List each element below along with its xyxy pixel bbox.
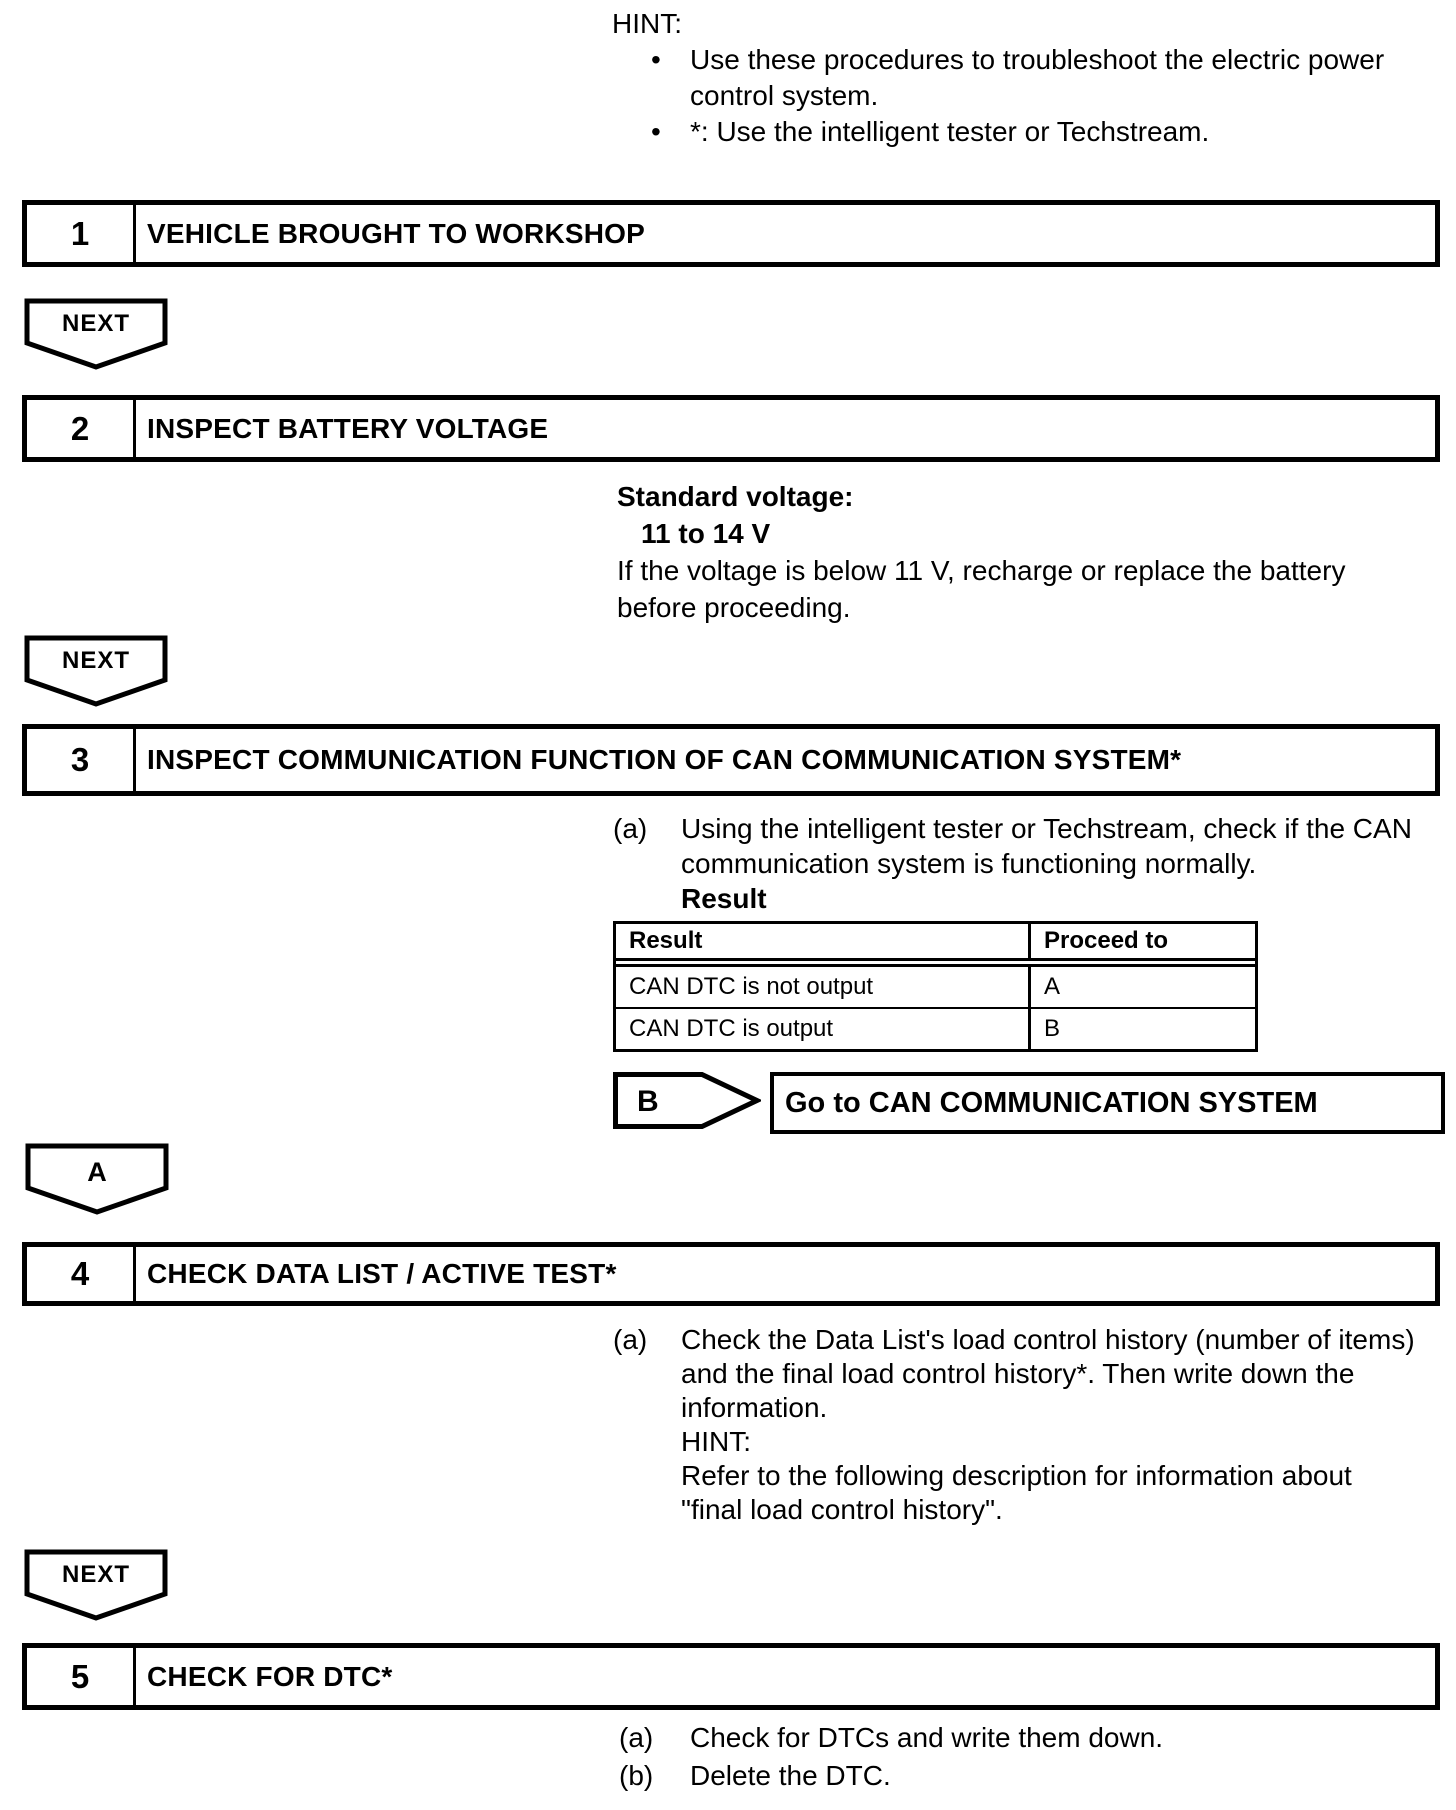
hint-bullet-text: Use these procedures to troubleshoot the…	[690, 44, 1385, 111]
bullet-icon: •	[651, 116, 661, 147]
table-cell-proceed: A	[1044, 973, 1061, 1000]
step-number: 5	[27, 1648, 136, 1705]
item-label: (a)	[613, 1324, 648, 1355]
hint-bullet-1: • Use these procedures to troubleshoot t…	[612, 42, 1412, 114]
step-title: VEHICLE BROUGHT TO WORKSHOP	[147, 217, 646, 249]
step-title: CHECK FOR DTC*	[147, 1660, 393, 1692]
procedure-step-1: 1 VEHICLE BROUGHT TO WORKSHOP	[22, 200, 1440, 267]
goto-can-communication-box: Go to CAN COMMUNICATION SYSTEM	[770, 1072, 1445, 1134]
standard-voltage-value: 11 to 14 V	[641, 518, 771, 549]
item-label: (a)	[619, 1722, 654, 1753]
step-title: INSPECT BATTERY VOLTAGE	[147, 412, 549, 444]
next-connector-label: NEXT	[62, 310, 130, 337]
bullet-icon: •	[651, 44, 661, 75]
voltage-note: If the voltage is below 11 V, recharge o…	[617, 555, 1346, 623]
item-label: (b)	[619, 1760, 654, 1791]
instruction-item-a: (a) Using the intelligent tester or Tech…	[613, 811, 1433, 881]
table-header-proceed: Proceed to	[1044, 927, 1169, 954]
result-table: Result Proceed to CAN DTC is not output …	[613, 921, 1258, 1052]
item-text: Using the intelligent tester or Techstre…	[681, 813, 1412, 879]
goto-label: Go to CAN COMMUNICATION SYSTEM	[785, 1086, 1318, 1119]
step-2-body: Standard voltage: 11 to 14 V If the volt…	[617, 478, 1417, 626]
table-row: CAN DTC is not output A	[616, 967, 1255, 1009]
hint-text: Refer to the following description for i…	[681, 1460, 1352, 1525]
down-pentagon-shape	[25, 1143, 169, 1215]
procedure-step-2: 2 INSPECT BATTERY VOLTAGE	[22, 395, 1440, 462]
step-title: CHECK DATA LIST / ACTIVE TEST*	[147, 1258, 617, 1289]
hint-section: HINT: • Use these procedures to troubles…	[612, 6, 1412, 150]
hint-label: HINT:	[681, 1426, 751, 1457]
table-cell-result: CAN DTC is not output	[616, 967, 1031, 1007]
step-number: 1	[27, 205, 136, 262]
step-number: 4	[27, 1247, 136, 1301]
table-header-row: Result Proceed to	[616, 924, 1255, 967]
a-connector-label: A	[87, 1157, 107, 1187]
procedure-step-4: 4 CHECK DATA LIST / ACTIVE TEST*	[22, 1242, 1440, 1306]
down-pentagon-shape	[24, 635, 168, 707]
down-pentagon-shape	[24, 298, 168, 370]
next-connector-icon: NEXT	[24, 298, 168, 370]
right-pentagon-shape	[613, 1072, 761, 1129]
result-caption: Result	[681, 883, 767, 914]
instruction-item-b: (b) Delete the DTC.	[619, 1757, 1439, 1795]
table-row: CAN DTC is output B	[616, 1009, 1255, 1049]
step-3-body: (a) Using the intelligent tester or Tech…	[613, 811, 1433, 916]
step-title: INSPECT COMMUNICATION FUNCTION OF CAN CO…	[147, 744, 1182, 775]
next-connector-icon: NEXT	[24, 635, 168, 707]
b-connector-label: B	[637, 1085, 659, 1118]
procedure-step-3: 3 INSPECT COMMUNICATION FUNCTION OF CAN …	[22, 724, 1440, 796]
procedure-step-5: 5 CHECK FOR DTC*	[22, 1643, 1440, 1710]
step-5-body: (a) Check for DTCs and write them down. …	[619, 1719, 1439, 1795]
item-text: Delete the DTC.	[690, 1760, 891, 1791]
step-number: 2	[27, 400, 136, 457]
down-pentagon-shape	[24, 1549, 168, 1621]
standard-voltage-label: Standard voltage:	[617, 481, 854, 512]
next-connector-label: NEXT	[62, 647, 130, 674]
table-header-result: Result	[616, 924, 1031, 958]
instruction-item-a: (a) Check the Data List's load control h…	[613, 1323, 1433, 1425]
next-connector-icon: NEXT	[24, 1549, 168, 1621]
step-number: 3	[27, 729, 136, 791]
hint-bullet-text: *: Use the intelligent tester or Techstr…	[690, 116, 1210, 147]
table-cell-proceed: B	[1044, 1015, 1061, 1042]
step-4-body: (a) Check the Data List's load control h…	[613, 1323, 1433, 1527]
item-label: (a)	[613, 813, 648, 844]
hint-label: HINT:	[612, 8, 682, 39]
b-connector-icon: B	[613, 1072, 761, 1129]
next-connector-label: NEXT	[62, 1561, 130, 1588]
hint-bullet-2: • *: Use the intelligent tester or Techs…	[612, 114, 1412, 150]
a-connector-icon: A	[25, 1143, 169, 1215]
table-cell-result: CAN DTC is output	[616, 1009, 1031, 1049]
item-text: Check the Data List's load control histo…	[681, 1324, 1415, 1423]
instruction-item-a: (a) Check for DTCs and write them down.	[619, 1719, 1439, 1757]
item-text: Check for DTCs and write them down.	[690, 1722, 1164, 1753]
